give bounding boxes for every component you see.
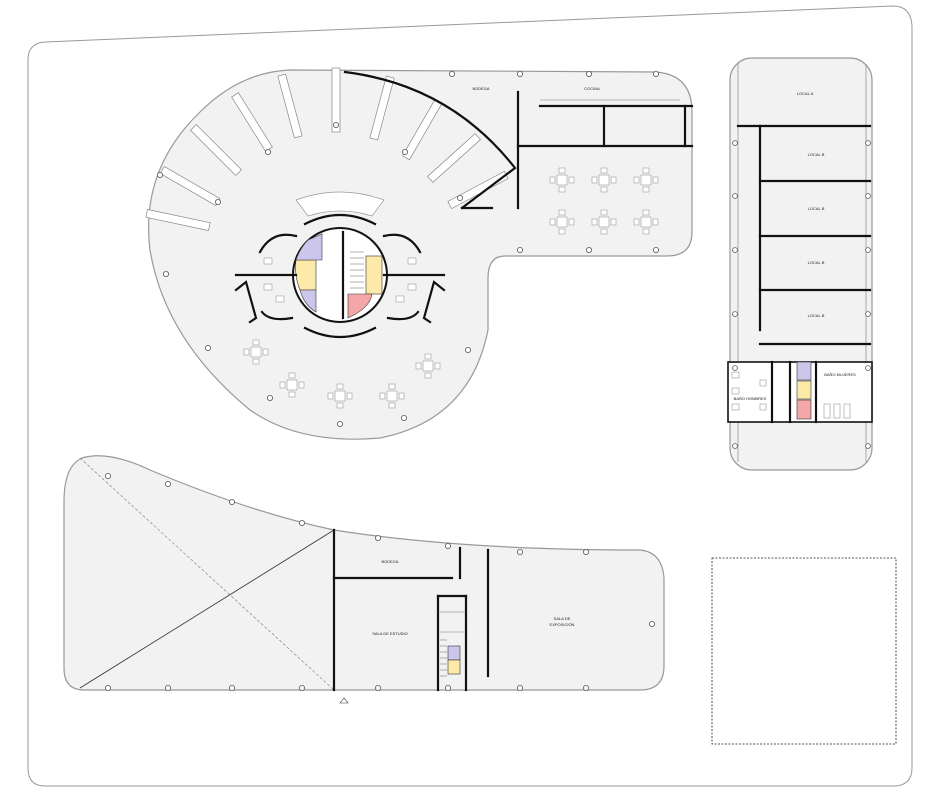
label-bano-mujeres: BAÑO MUJERES bbox=[824, 372, 856, 377]
label-local-b-3: LOCAL B bbox=[808, 260, 825, 265]
label-sala-estudio: SALA DE ESTUDIO bbox=[372, 631, 408, 636]
radial-fins bbox=[145, 67, 509, 231]
north-columns bbox=[156, 71, 660, 427]
label-bodega-north: BODEGA bbox=[472, 86, 489, 91]
south-columns bbox=[105, 472, 656, 692]
north-building: BODEGA COCINA bbox=[145, 67, 694, 440]
local-walls bbox=[736, 124, 872, 346]
label-sala-exposicion-1: SALA DE bbox=[554, 616, 571, 621]
central-core bbox=[234, 191, 446, 338]
label-local-b-1: LOCAL B bbox=[808, 152, 825, 157]
east-building: LOCAL A LOCAL B LOCAL B LOCAL B LOCAL B … bbox=[727, 57, 873, 471]
south-building: BODEGA SALA DE ESTUDIO SALA DE EXPOSICIÓ… bbox=[63, 455, 665, 704]
label-local-b-2: LOCAL B bbox=[808, 206, 825, 211]
empty-lot bbox=[711, 557, 897, 745]
diagonal-ramp bbox=[79, 529, 335, 689]
diagonal-dashed bbox=[79, 457, 335, 691]
label-local-b-4: LOCAL B bbox=[808, 313, 825, 318]
spiral-wall bbox=[343, 70, 517, 210]
south-building-outline bbox=[63, 455, 665, 691]
label-local-a: LOCAL A bbox=[797, 91, 814, 96]
label-cocina: COCINA bbox=[584, 86, 600, 91]
kitchen-walls bbox=[516, 90, 694, 210]
label-sala-exposicion-2: EXPOSICIÓN bbox=[550, 622, 575, 627]
south-walls bbox=[332, 528, 490, 692]
label-bodega-south: BODEGA bbox=[381, 559, 398, 564]
label-bano-hombres: BAÑO HOMBRES bbox=[734, 396, 767, 401]
east-services: BAÑO MUJERES BAÑO HOMBRES bbox=[727, 360, 873, 424]
entry-arrow bbox=[339, 697, 349, 704]
north-building-outline bbox=[147, 69, 693, 440]
east-columns bbox=[732, 140, 871, 449]
dining-tables bbox=[243, 167, 659, 409]
